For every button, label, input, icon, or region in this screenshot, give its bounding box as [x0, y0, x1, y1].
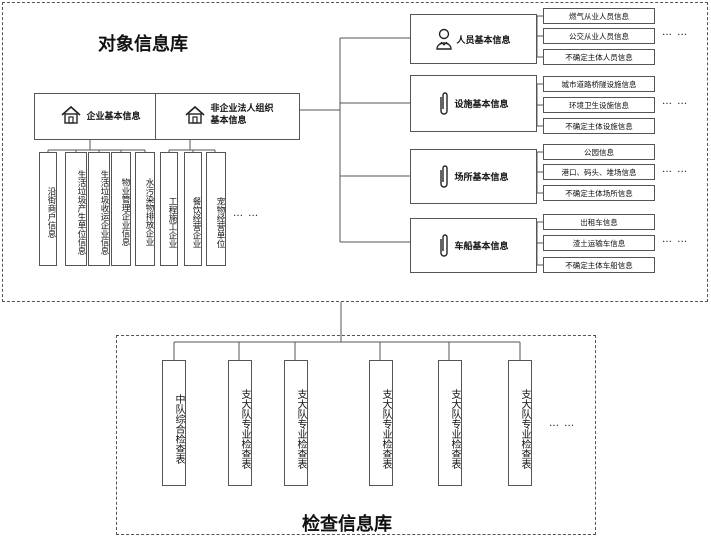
vehicle-item-2: 不确定主体车船信息 — [543, 257, 655, 273]
enterprise-divider — [155, 93, 156, 140]
check-item-1: 支大队专业检查表 — [228, 360, 252, 486]
place-more: … … — [662, 164, 689, 175]
category-vehicle: 车船基本信息 — [410, 218, 537, 273]
facility-item-1: 环境卫生设施信息 — [543, 97, 655, 113]
non-enterprise-label: 非企业法人组织 基本信息 — [164, 100, 294, 130]
check-item-5: 支大队专业检查表 — [508, 360, 532, 486]
category-person: 人员基本信息 — [410, 14, 537, 64]
facility-more: … … — [662, 96, 689, 107]
enterprise-item-3: 物业管理企业信息 — [111, 152, 131, 266]
house-icon — [184, 105, 206, 125]
person-icon — [436, 28, 453, 50]
enterprise-label: 企业基本信息 — [48, 103, 153, 127]
check-db-title: 检查信息库 — [302, 514, 392, 535]
non-enterprise-item-0: 工程施工企业 — [160, 152, 178, 266]
person-item-2: 不确定主体人员信息 — [543, 49, 655, 65]
person-item-1: 公交从业人员信息 — [543, 28, 655, 44]
category-facility: 设施基本信息 — [410, 75, 537, 132]
enterprise-header — [34, 93, 300, 140]
check-db-container — [116, 335, 596, 535]
non-enterprise-item-2: 宠物经营单位 — [206, 152, 226, 266]
non-enterprise-more: … … — [233, 208, 260, 219]
paperclip-icon — [438, 164, 450, 190]
enterprise-item-0: 沿街商户信息 — [39, 152, 57, 266]
check-more: … … — [549, 418, 576, 429]
person-item-0: 燃气从业人员信息 — [543, 8, 655, 24]
vehicle-item-0: 出租车信息 — [543, 214, 655, 230]
person-more: … … — [662, 27, 689, 38]
facility-item-2: 不确定主体设施信息 — [543, 118, 655, 134]
category-place: 场所基本信息 — [410, 149, 537, 204]
enterprise-item-2: 生活垃圾收运企业信息 — [88, 152, 110, 266]
place-item-0: 公园信息 — [543, 144, 655, 160]
check-item-2: 支大队专业检查表 — [284, 360, 308, 486]
object-db-container — [2, 2, 708, 302]
paperclip-icon — [438, 233, 450, 259]
place-item-1: 港口、码头、堆场信息 — [543, 164, 655, 180]
place-item-2: 不确定主体场所信息 — [543, 185, 655, 201]
object-db-title: 对象信息库 — [98, 34, 188, 55]
enterprise-item-4: 水污染物排放企业 — [135, 152, 155, 266]
vehicle-item-1: 渣土运输车信息 — [543, 235, 655, 251]
enterprise-item-1: 生活垃圾产生单位信息 — [65, 152, 87, 266]
facility-item-0: 城市道路桥隧设施信息 — [543, 76, 655, 92]
paperclip-icon — [438, 91, 450, 117]
non-enterprise-item-1: 餐饮经营企业 — [184, 152, 202, 266]
check-item-4: 支大队专业检查表 — [438, 360, 462, 486]
check-item-3: 支大队专业检查表 — [369, 360, 393, 486]
house-icon — [60, 105, 82, 125]
check-item-0: 中队综合检查表 — [162, 360, 186, 486]
vehicle-more: … … — [662, 234, 689, 245]
